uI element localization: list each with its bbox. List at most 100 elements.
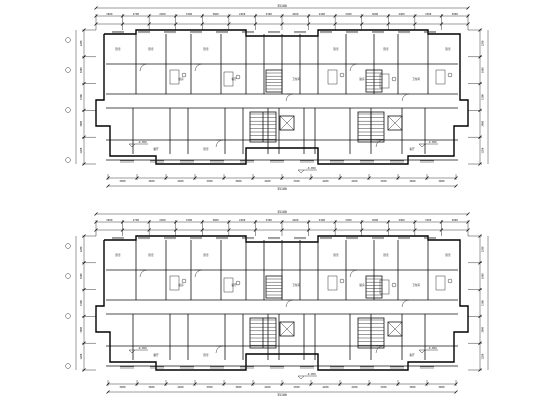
elevation-symbol xyxy=(128,349,136,354)
dim-left-value: 3600 xyxy=(80,273,83,279)
dim-right-value: 1500 xyxy=(482,94,485,100)
door-swing xyxy=(349,269,358,278)
elevator-shaft xyxy=(279,115,295,131)
dim-right-value: 3600 xyxy=(482,67,485,73)
dim-bottom-value: 3300 xyxy=(293,179,300,183)
exterior-wall xyxy=(95,235,469,371)
elevation-symbol xyxy=(297,169,305,174)
dim-bottom-value: 2400 xyxy=(177,385,184,389)
dim-top-value: 2400 xyxy=(159,218,166,222)
dim-top-value: 3300 xyxy=(345,218,352,222)
dim-left-value: 1200 xyxy=(80,40,83,46)
dim-top-value: 3300 xyxy=(186,218,193,222)
room-label: 客厅 xyxy=(231,283,237,287)
dim-left-value: 3900 xyxy=(80,326,83,332)
dim-top-value: 3300 xyxy=(345,12,352,16)
dim-right-value: 1200 xyxy=(482,246,485,252)
toilet xyxy=(235,74,241,80)
elevation-label: -0.050 xyxy=(137,346,147,350)
door-swing xyxy=(194,63,203,72)
room-label: 卧室 xyxy=(383,47,389,51)
dim-top-value: 3300 xyxy=(186,12,193,16)
room-label: 卧室 xyxy=(115,47,121,51)
dim-bottom-value: 3300 xyxy=(380,179,387,183)
room-label: 卧室 xyxy=(148,47,154,51)
dim-bottom-value: 3300 xyxy=(206,179,213,183)
dim-bottom-value: 3900 xyxy=(438,385,445,389)
dim-right-value: 1200 xyxy=(482,147,485,153)
dim-top-value: 3300 xyxy=(425,12,432,16)
dim-bottom-value: 3300 xyxy=(293,385,300,389)
dim-bottom-value: 2400 xyxy=(351,179,358,183)
room-label: 卧室 xyxy=(203,147,209,151)
dim-bottom-value: 2400 xyxy=(177,179,184,183)
axis-bubble xyxy=(65,107,71,113)
axis-bubble xyxy=(65,67,71,73)
door-swing xyxy=(401,299,410,308)
bathtub xyxy=(379,73,390,89)
bathtub xyxy=(223,277,234,293)
room-label: 卧室 xyxy=(333,253,339,257)
dim-right-value: 1500 xyxy=(482,300,485,306)
dim-left-value: 1200 xyxy=(80,246,83,252)
dim-left-value: 1500 xyxy=(80,94,83,100)
dim-top-value: 3300 xyxy=(266,12,273,16)
axis-bubble xyxy=(65,313,71,319)
room-label: 餐厅 xyxy=(153,147,159,151)
stair-core xyxy=(265,275,283,299)
dim-bottom-value: 2400 xyxy=(264,179,271,183)
room-label: 卧室 xyxy=(445,253,451,257)
dim-top-value: 2400 xyxy=(239,12,246,16)
dim-right-value: 1200 xyxy=(482,40,485,46)
dim-top-value: 3900 xyxy=(106,218,113,222)
dim-bottom-total: 35100 xyxy=(277,187,287,191)
room-label: 厨房 xyxy=(359,283,365,287)
dim-right-value: 3900 xyxy=(482,120,485,126)
room-label: 卧室 xyxy=(445,47,451,51)
elevation-label: -0.050 xyxy=(306,166,316,170)
stair-core xyxy=(365,275,383,299)
dim-top-value: 2700 xyxy=(133,218,140,222)
dim-right-value: 3900 xyxy=(482,326,485,332)
elevation-symbol xyxy=(128,143,136,148)
dim-bottom-value: 3600 xyxy=(235,179,242,183)
bathtub xyxy=(435,275,446,291)
room-label: 厨房 xyxy=(178,283,184,287)
dim-top-value: 3600 xyxy=(212,218,219,222)
dim-top-value: 4200 xyxy=(292,12,299,16)
dim-top-value: 3300 xyxy=(266,218,273,222)
dim-top-value: 2400 xyxy=(319,12,326,16)
axis-bubble xyxy=(65,363,71,369)
elevation-symbol xyxy=(297,375,305,380)
room-label: 卧室 xyxy=(203,353,209,357)
dim-top-value: 2400 xyxy=(239,218,246,222)
elevator-shaft xyxy=(279,321,295,337)
dim-top-value: 4200 xyxy=(292,218,299,222)
bathtub xyxy=(327,275,338,291)
elevation-symbol xyxy=(418,143,426,148)
axis-bubble xyxy=(65,157,71,163)
dim-bottom-value: 4200 xyxy=(322,179,329,183)
door-swing xyxy=(194,269,203,278)
dim-left-value: 3600 xyxy=(80,67,83,73)
toilet xyxy=(391,282,397,288)
room-label: 卧室 xyxy=(148,253,154,257)
door-swing xyxy=(215,139,224,148)
dim-top-value: 3300 xyxy=(425,218,432,222)
room-label: 客厅 xyxy=(231,77,237,81)
toilet xyxy=(181,72,187,78)
room-label: 卧室 xyxy=(383,253,389,257)
stair-core xyxy=(265,69,283,93)
dim-right-value: 1200 xyxy=(482,353,485,359)
toilet xyxy=(447,72,453,78)
door-swing xyxy=(375,345,384,354)
exterior-wall xyxy=(95,29,469,165)
bathtub xyxy=(169,275,180,291)
toilet xyxy=(235,280,241,286)
dim-bottom-value: 3600 xyxy=(148,385,155,389)
elevator-shaft xyxy=(387,321,403,337)
door-swing xyxy=(349,63,358,72)
dim-left-value: 1200 xyxy=(80,147,83,153)
dim-bottom-value: 4200 xyxy=(322,385,329,389)
